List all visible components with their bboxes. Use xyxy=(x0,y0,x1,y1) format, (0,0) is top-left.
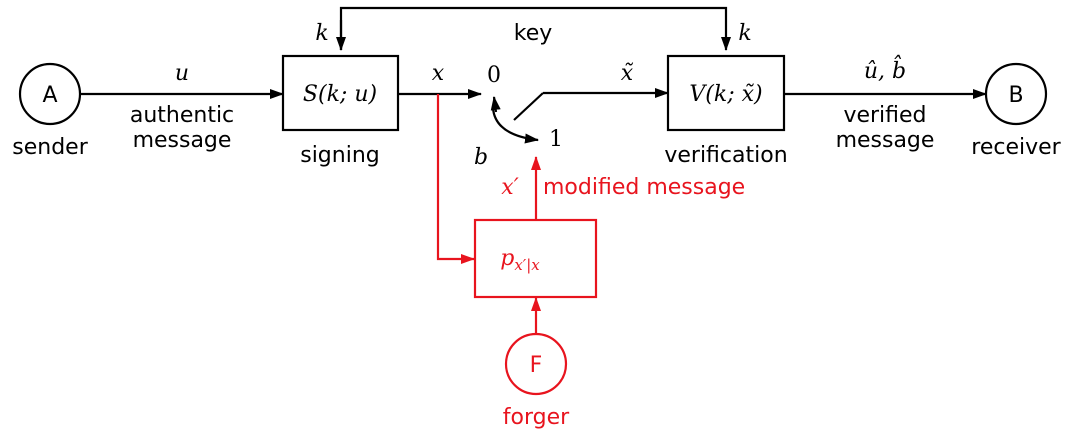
receiver-letter: B xyxy=(1008,83,1023,108)
switch-contact xyxy=(513,92,544,121)
k-right-label: k xyxy=(738,21,751,46)
forger-letter: F xyxy=(530,353,543,378)
signing-block xyxy=(281,54,400,132)
x-tilde-label: x̃ xyxy=(621,61,634,86)
x-prime-label: x′ xyxy=(501,175,518,200)
forger-node xyxy=(504,332,568,396)
receiver-label: receiver xyxy=(971,135,1061,160)
x-label: x xyxy=(432,61,445,86)
switch-pos-0: 0 xyxy=(487,63,501,88)
sender-label: sender xyxy=(12,135,88,160)
switch-arc-arrow0 xyxy=(490,96,501,113)
u-label: u xyxy=(175,61,189,86)
verification-label: verification xyxy=(664,143,787,168)
authentic-label-line2: message xyxy=(133,128,232,153)
switch-control-label: b xyxy=(474,145,488,170)
k-left-label: k xyxy=(315,21,328,46)
tap-edge xyxy=(436,94,475,264)
signing-label: signing xyxy=(300,143,380,168)
channel-formula: px′|x xyxy=(500,246,540,274)
channel-formula-main: p xyxy=(500,246,514,271)
verified-label-line1: verified xyxy=(843,103,926,128)
forger-label: forger xyxy=(503,405,570,430)
authentic-label-line1: authentic xyxy=(130,103,234,128)
channel-formula-sub: x′|x xyxy=(514,256,540,274)
receiver-node xyxy=(984,62,1048,126)
signing-formula: S(k; u) xyxy=(303,82,377,107)
key-label: key xyxy=(514,21,553,46)
switch-arc xyxy=(491,107,539,144)
modified-message-label: modified message xyxy=(543,175,745,200)
verification-formula: V(k; x̃) xyxy=(689,82,762,107)
output-label: û, b̂ xyxy=(864,55,906,84)
verification-block xyxy=(666,54,786,132)
switch-pos-1: 1 xyxy=(549,127,563,152)
verified-label-line2: message xyxy=(836,128,935,153)
sender-letter: A xyxy=(42,83,57,108)
